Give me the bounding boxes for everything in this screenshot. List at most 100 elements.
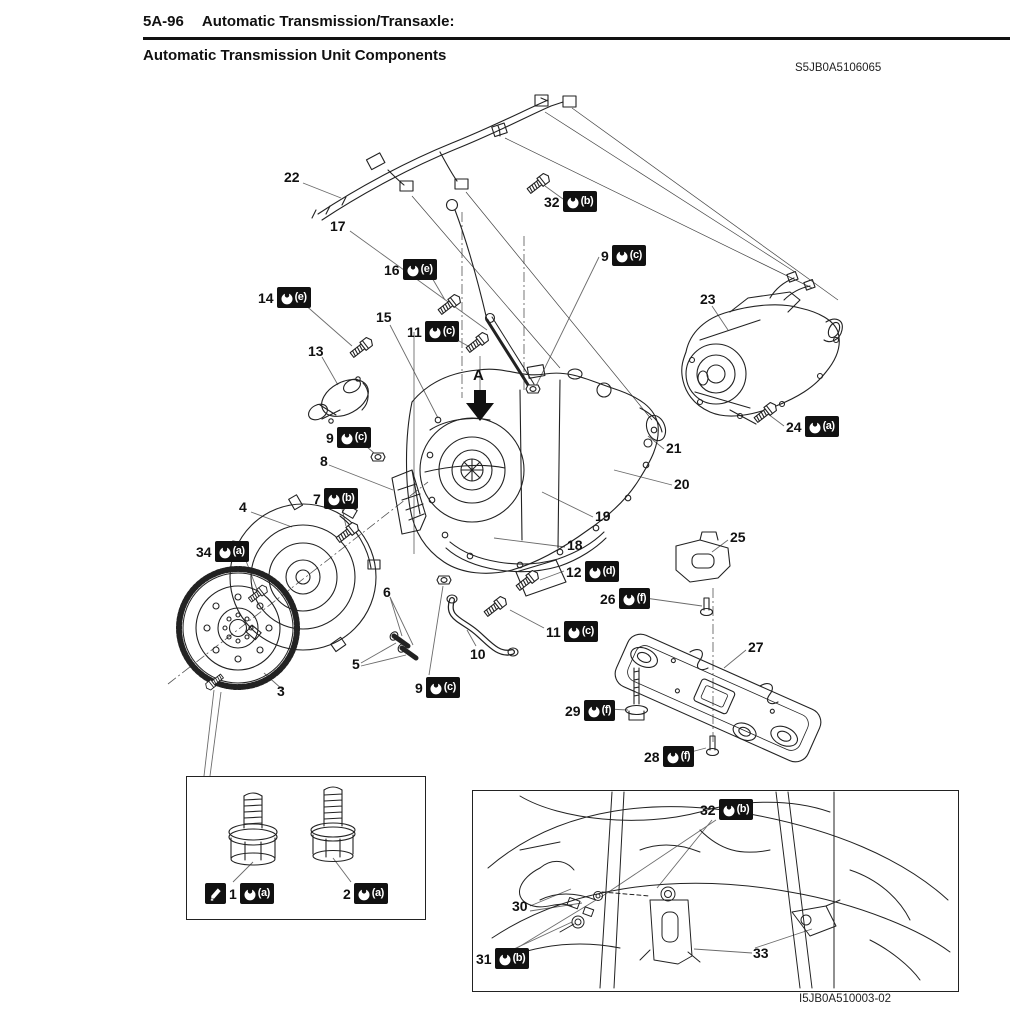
torque-wrench-badge: (a) [214, 541, 249, 562]
torque-wrench-badge: (c) [563, 621, 598, 642]
callout-33: 33 [753, 946, 769, 960]
figure-code-bottom: I5JB0A510003-02 [799, 993, 892, 1005]
callout-1: 1 (a) [205, 883, 274, 904]
callout-number: 19 [595, 508, 611, 524]
callout-number: 16 [384, 261, 400, 278]
callout-13: 13 [308, 344, 324, 358]
callout-9-bottom: 9(c) [415, 677, 460, 698]
callout-number: 10 [470, 646, 486, 662]
callout-24: 24(a) [786, 416, 839, 437]
callout-30: 30 [512, 899, 528, 913]
callout-11-lower: 11(c) [546, 621, 598, 642]
callout-22: 22 [284, 170, 300, 184]
callout-number: 15 [376, 309, 392, 325]
detail-inset-vehicle-view [472, 790, 959, 992]
callout-number: 33 [753, 945, 769, 961]
callout-number: 6 [383, 584, 391, 600]
callout-number: 12 [566, 563, 582, 580]
wrench-icon [341, 430, 353, 444]
diagram-art [176, 94, 951, 989]
callout-34: 34 (a) [196, 541, 249, 562]
wrench-icon [809, 419, 821, 433]
callout-number: 27 [748, 639, 764, 655]
torque-wrench-badge: (c) [424, 321, 459, 342]
torque-wrench-badge: (a) [804, 416, 839, 437]
callout-21: 21 [666, 441, 682, 455]
wrench-icon [568, 624, 580, 638]
torque-wrench-badge: (a) [239, 883, 274, 904]
callout-17: 17 [330, 219, 346, 233]
callout-number: 1 [229, 885, 237, 902]
callout-number: 29 [565, 702, 581, 719]
torque-wrench-badge: (f) [618, 588, 651, 609]
callout-number: 7 [313, 490, 321, 507]
wrench-icon [667, 749, 679, 763]
harness-routing-lines [411, 107, 839, 554]
callout-15: 15 [376, 310, 392, 324]
callout-31: 31(b) [476, 948, 530, 969]
callout-number: 9 [326, 429, 334, 446]
torque-spec-letter: (f) [636, 592, 647, 604]
torque-spec-letter: (b) [512, 952, 526, 964]
callout-19: 19 [595, 509, 611, 523]
torque-wrench-badge: (f) [662, 746, 695, 767]
torque-spec-letter: (b) [341, 492, 355, 504]
callout-4: 4 [239, 500, 247, 514]
callout-number: 18 [567, 537, 583, 553]
wrench-icon [407, 262, 419, 276]
torque-wrench-badge: (a) [353, 883, 388, 904]
callout-27: 27 [748, 640, 764, 654]
torque-wrench-badge: (c) [336, 427, 371, 448]
callout-number: 24 [786, 418, 802, 435]
header-rule [143, 37, 1010, 40]
callout-number: 2 [343, 885, 351, 902]
wrench-icon [616, 248, 628, 262]
callout-number: 3 [277, 683, 285, 699]
callout-32-inset: 32 (b) [700, 799, 754, 820]
callout-12: 12 (d) [566, 561, 620, 582]
callout-25: 25 [730, 530, 746, 544]
page-header: 5A-96 Automatic Transmission/Transaxle: [143, 13, 454, 30]
callout-32-top: 32(b) [544, 191, 598, 212]
callout-number: 5 [352, 656, 360, 672]
section-number: 5A-96 [143, 13, 184, 30]
callout-number: 20 [674, 476, 690, 492]
callout-29: 29(f) [565, 700, 616, 721]
callout-number: 4 [239, 499, 247, 515]
figure-title: Automatic Transmission Unit Components [143, 47, 447, 64]
wrench-icon [244, 886, 256, 900]
callout-26: 26(f) [600, 588, 651, 609]
torque-spec-letter: (c) [581, 625, 594, 637]
callout-number: 32 [700, 801, 716, 818]
callout-number: 30 [512, 898, 528, 914]
callout-number: 22 [284, 169, 300, 185]
torque-spec-letter: (b) [736, 803, 750, 815]
detail-inset-bolts [186, 776, 426, 920]
torque-spec-letter: (a) [232, 545, 245, 557]
wrench-icon [281, 290, 293, 304]
callout-11-upper: 11(c) [407, 321, 459, 342]
callout-number: 34 [196, 543, 212, 560]
torque-spec-letter: (c) [629, 249, 642, 261]
wrench-icon [430, 680, 442, 694]
section-title: Automatic Transmission/Transaxle: [201, 13, 455, 30]
wrench-icon [328, 491, 340, 505]
figure-code-top: S5JB0A5106065 [795, 62, 882, 74]
torque-spec-letter: (a) [257, 887, 270, 899]
torque-spec-letter: (e) [420, 263, 433, 275]
wrench-icon [499, 951, 511, 965]
torque-spec-letter: (e) [294, 291, 307, 303]
torque-spec-letter: (c) [442, 325, 455, 337]
torque-wrench-badge: (b) [718, 799, 754, 820]
torque-spec-letter: (a) [371, 887, 384, 899]
callout-number: 8 [320, 453, 328, 469]
torque-wrench-badge: (b) [562, 191, 598, 212]
torque-wrench-badge: (b) [323, 488, 359, 509]
callout-28: 28(f) [644, 746, 695, 767]
callout-20: 20 [674, 477, 690, 491]
torque-spec-letter: (f) [680, 750, 691, 762]
torque-spec-letter: (d) [602, 565, 616, 577]
callout-9-left: 9(c) [326, 427, 371, 448]
wrench-icon [723, 802, 735, 816]
